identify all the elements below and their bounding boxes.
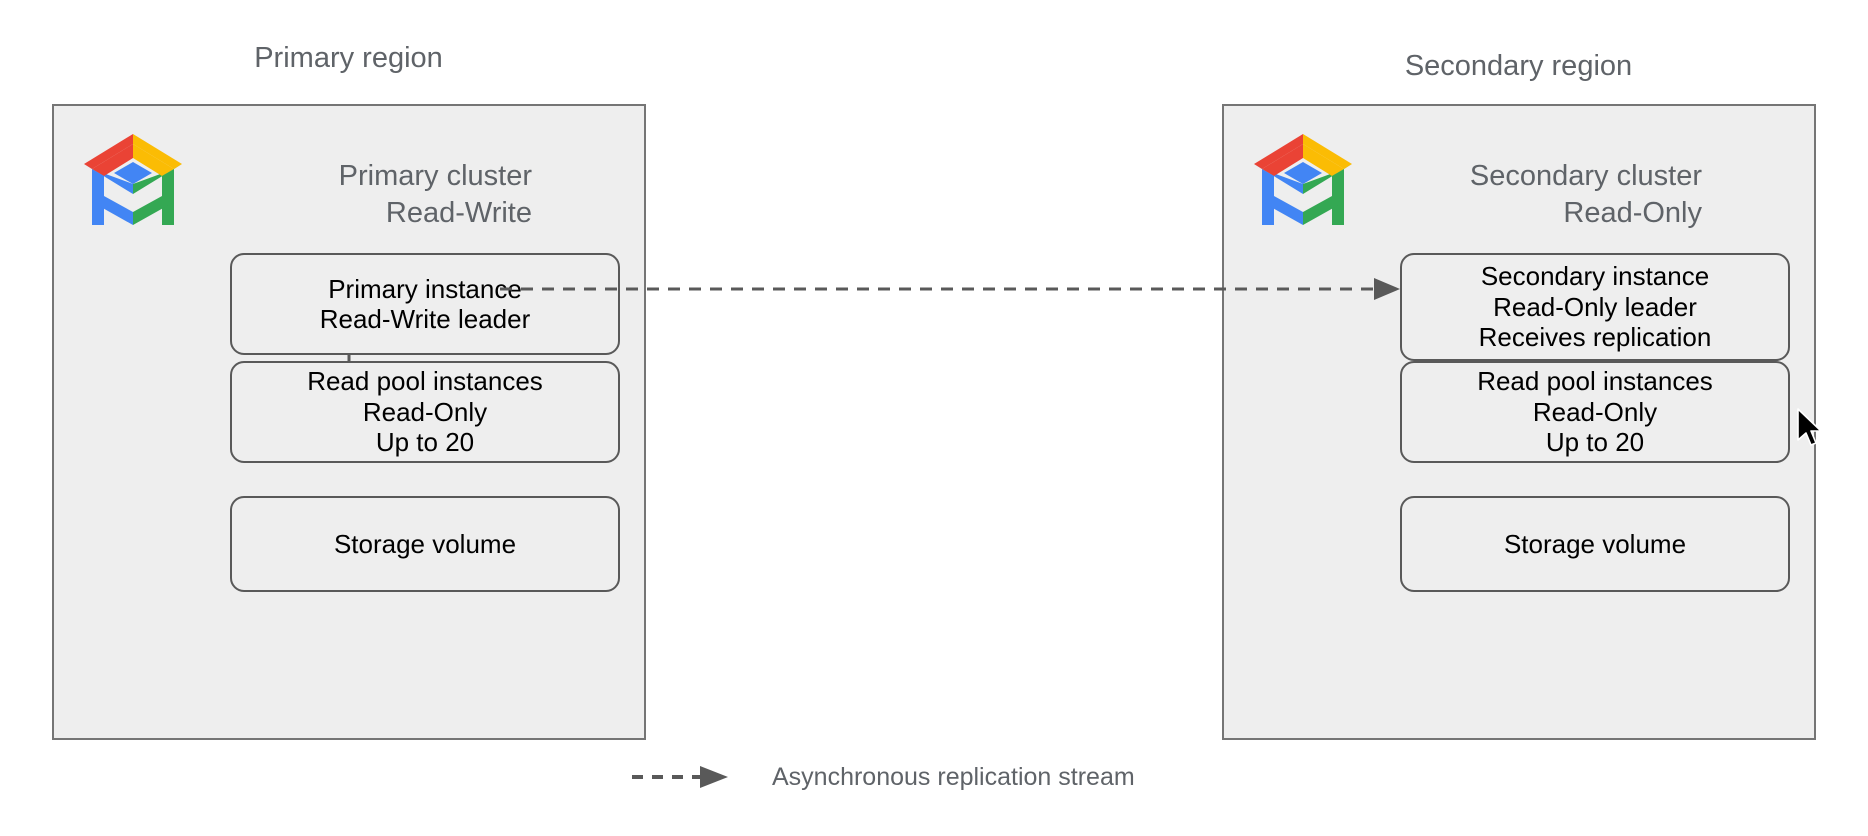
secondary-read-pool-box[interactable]: Read pool instances Read-Only Up to 20 — [1400, 361, 1790, 463]
primary-read-pool-line-1: Read pool instances — [307, 366, 543, 397]
primary-storage-volume-label: Storage volume — [333, 528, 517, 559]
secondary-cluster-title: Secondary cluster Read-Only — [1422, 122, 1702, 267]
secondary-cluster-panel: Secondary cluster Read-Only Secondary in… — [1222, 104, 1816, 740]
secondary-instance-line-1: Secondary instance — [1480, 261, 1710, 292]
primary-read-pool-line-2: Read-Only — [362, 396, 488, 427]
primary-cluster-title-line1: Primary cluster — [338, 160, 532, 193]
secondary-read-pool-line-1: Read pool instances — [1477, 366, 1713, 397]
primary-instance-line-1: Primary instance — [328, 273, 522, 304]
primary-cluster-panel: Primary cluster Read-Write Primary insta… — [52, 104, 646, 740]
secondary-storage-volume-label: Storage volume — [1503, 528, 1687, 559]
secondary-read-pool-line-2: Read-Only — [1532, 396, 1658, 427]
legend-label: Asynchronous replication stream — [772, 762, 1135, 791]
secondary-read-pool-line-3: Up to 20 — [1545, 427, 1645, 458]
secondary-cluster-title-line2: Read-Only — [1563, 196, 1702, 229]
primary-read-pool-line-3: Up to 20 — [375, 427, 475, 458]
primary-instance-box[interactable]: Primary instance Read-Write leader — [230, 253, 620, 355]
primary-read-pool-box[interactable]: Read pool instances Read-Only Up to 20 — [230, 361, 620, 463]
primary-region-title: Primary region — [254, 42, 443, 74]
primary-storage-volume-box[interactable]: Storage volume — [230, 496, 620, 592]
asynchronous-replication-arrow — [500, 278, 1400, 300]
legend: Asynchronous replication stream — [630, 762, 1135, 792]
alloydb-logo-icon — [84, 134, 182, 225]
secondary-region-title: Secondary region — [1404, 50, 1633, 82]
alloydb-logo-icon — [1254, 134, 1352, 225]
primary-cluster-title: Primary cluster Read-Write — [290, 122, 532, 267]
secondary-instance-line-2: Read-Only leader — [1493, 291, 1697, 322]
secondary-instance-line-3: Receives replication — [1478, 322, 1712, 353]
legend-dashed-arrow-icon — [632, 766, 728, 788]
primary-instance-line-2: Read-Write leader — [319, 304, 531, 334]
secondary-storage-volume-box[interactable]: Storage volume — [1400, 496, 1790, 592]
secondary-cluster-title-line1: Secondary cluster — [1469, 160, 1702, 193]
primary-cluster-title-line2: Read-Write — [385, 196, 532, 229]
secondary-instance-box[interactable]: Secondary instance Read-Only leader Rece… — [1400, 253, 1790, 361]
